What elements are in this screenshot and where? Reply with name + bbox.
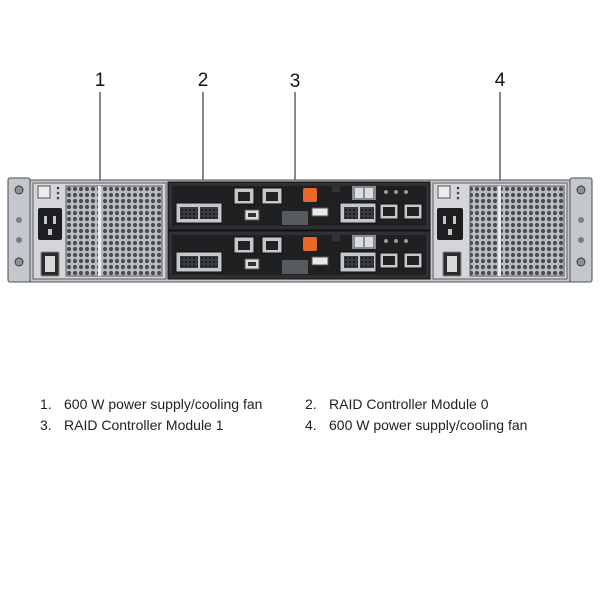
legend-item-4: 4. 600 W power supply/cooling fan	[305, 417, 570, 433]
legend-number: 3.	[40, 416, 52, 433]
fan-grille	[469, 185, 565, 277]
release-latch-icon	[303, 188, 317, 202]
legend-text: RAID Controller Module 1	[64, 416, 224, 433]
legend-text: 600 W power supply/cooling fan	[64, 395, 263, 412]
thumbscrew-icon	[576, 257, 586, 267]
raid-controller-module-0	[167, 181, 431, 231]
serial-port-icon	[311, 256, 329, 266]
thumbscrew-icon	[576, 185, 586, 195]
callout-2: 2	[198, 70, 209, 91]
legend-item-2: 2. RAID Controller Module 0	[305, 396, 570, 412]
legend-item-3: 3. RAID Controller Module 1	[40, 417, 305, 433]
legend-text: RAID Controller Module 0	[329, 395, 489, 412]
callout-4: 4	[495, 70, 506, 91]
thumbscrew-icon	[14, 257, 24, 267]
raid-controller-module-1	[167, 230, 431, 280]
legend-item-1: 1. 600 W power supply/cooling fan	[40, 396, 305, 412]
power-inlet-icon	[38, 208, 62, 240]
release-latch-icon	[303, 237, 317, 251]
legend-row: 3. RAID Controller Module 1 4. 600 W pow…	[40, 414, 570, 435]
legend-text: 600 W power supply/cooling fan	[329, 416, 528, 433]
legend-number: 2.	[305, 395, 317, 412]
fan-grille	[65, 185, 163, 277]
left-rack-ear	[7, 177, 31, 283]
callout-3: 3	[290, 71, 301, 92]
callout-1: 1	[95, 70, 106, 91]
legend: 1. 600 W power supply/cooling fan 2. RAI…	[40, 393, 570, 435]
right-rack-ear	[569, 177, 593, 283]
legend-number: 4.	[305, 416, 317, 433]
legend-number: 1.	[40, 395, 52, 412]
power-supply-2	[432, 182, 568, 280]
serial-port-icon	[311, 207, 329, 217]
power-supply-1	[32, 182, 167, 280]
psu-label	[37, 185, 51, 199]
thumbscrew-icon	[14, 185, 24, 195]
legend-row: 1. 600 W power supply/cooling fan 2. RAI…	[40, 393, 570, 414]
psu-label	[437, 185, 451, 199]
power-inlet-icon	[437, 208, 463, 240]
